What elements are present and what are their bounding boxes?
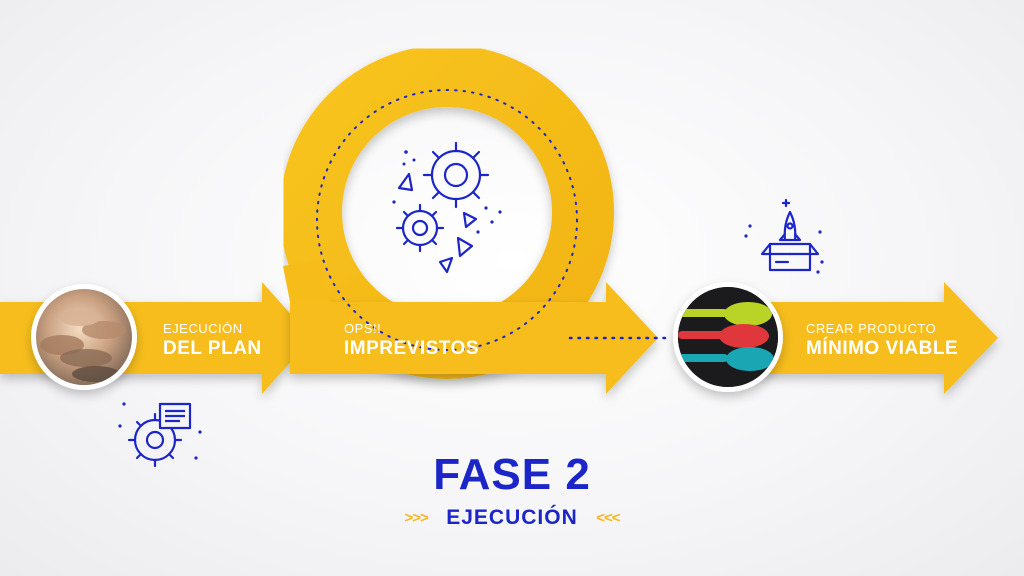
step-1-big: DEL PLAN (163, 338, 262, 359)
phase-subtitle: EJECUCIÓN (446, 506, 578, 529)
step-3-big: MÍNIMO VIABLE (806, 338, 959, 359)
step-2-small: OPS!! (344, 321, 382, 336)
spoons-photo (673, 282, 783, 392)
sparkle-dots (118, 150, 824, 460)
chevron-left-icon: <<< (596, 509, 620, 527)
dotted-inner-ring (316, 89, 578, 351)
step-1-small: EJECUCIÓN (163, 321, 243, 336)
arrow-step-3 (712, 282, 998, 394)
step-3-label: CREAR PRODUCTO MÍNIMO VIABLE (806, 322, 958, 358)
step-1-label: EJECUCIÓN DEL PLAN (163, 322, 262, 358)
rocket-box-icon (760, 198, 820, 272)
phase-subtitle-row: >>> EJECUCIÓN <<< (0, 506, 1024, 530)
team-hands-photo (31, 284, 137, 390)
chevron-right-icon: >>> (404, 509, 429, 527)
gears-shapes-icon (395, 141, 490, 274)
step-2-big: IMPREVISTOS (344, 338, 480, 359)
step-2-label: OPS!! IMPREVISTOS (344, 322, 479, 358)
step-3-small: CREAR PRODUCTO (806, 321, 937, 336)
arrow-step-2 (290, 282, 658, 394)
phase-title: FASE 2 (433, 450, 591, 499)
loop-overlap (283, 260, 330, 302)
gear-document-icon (127, 402, 192, 468)
